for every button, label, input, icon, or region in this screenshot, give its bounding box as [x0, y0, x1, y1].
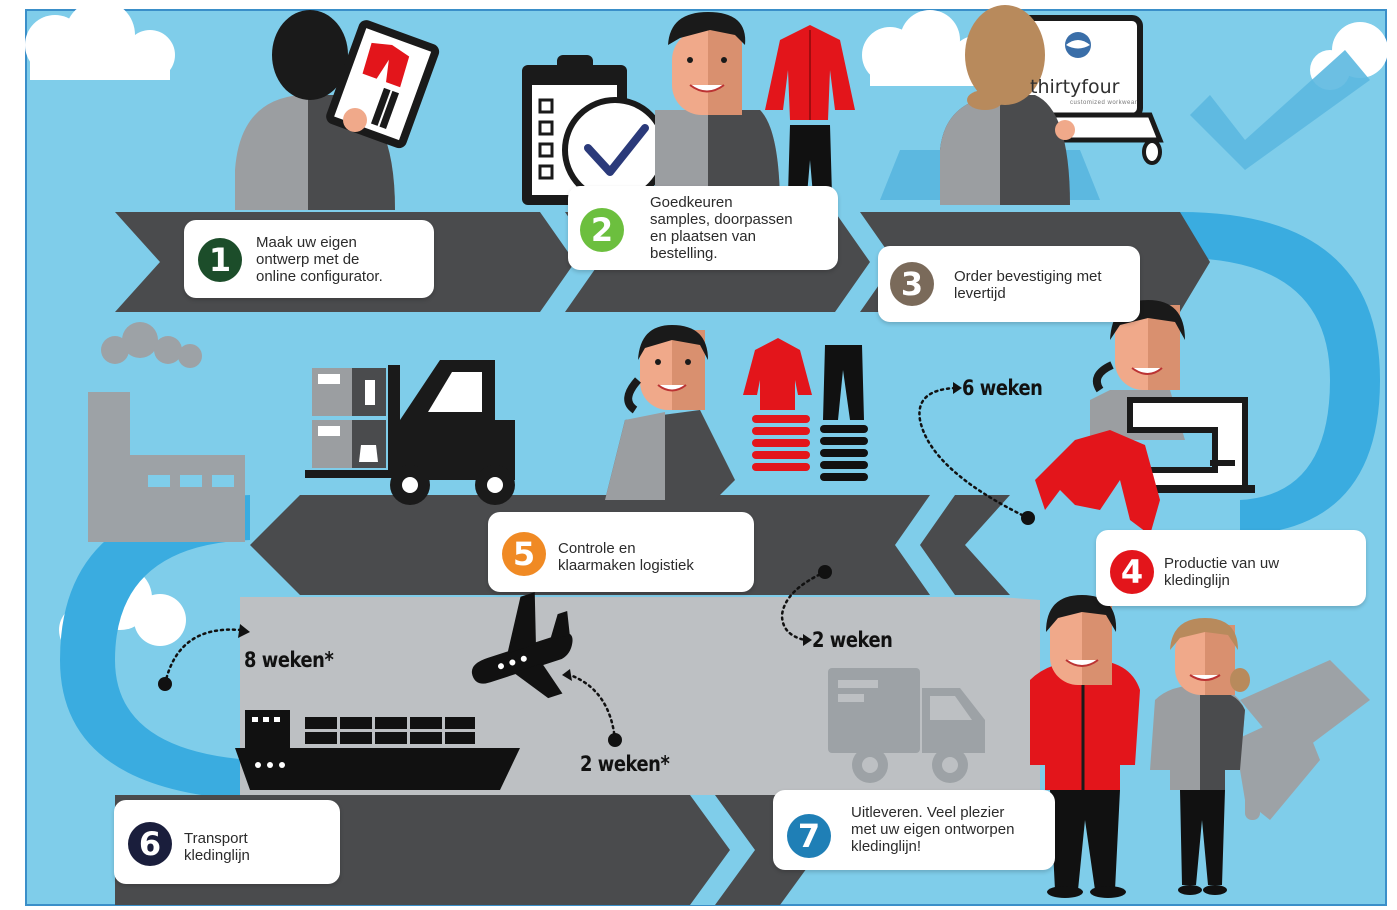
person-icon	[1150, 618, 1250, 895]
step-text-7: Uitleveren. Veel plezier met uw eigen on…	[851, 804, 1015, 855]
duration-air: 2 weken*	[580, 752, 670, 776]
step-text-2: Goedkeuren samples, doorpassen en plaats…	[650, 194, 793, 262]
step-card-1: 1 Maak uw eigen ontwerp met de online co…	[184, 220, 434, 298]
duration-sea: 8 weken*	[244, 648, 334, 672]
brand-tagline: customized workwear	[1070, 100, 1138, 106]
cloud-icon	[25, 0, 175, 80]
step-text-3: Order bevestiging met levertijd	[954, 268, 1102, 302]
delivery-truck-icon	[828, 668, 985, 783]
factory-icon	[88, 322, 245, 542]
clothing-stack-icon	[743, 338, 868, 481]
step-badge-7: 7	[787, 814, 831, 858]
swoosh-left	[60, 495, 250, 800]
step-card-3: 3 Order bevestiging met levertijd	[878, 246, 1140, 322]
jacket-icon	[765, 25, 855, 120]
step-card-5: 5 Controle en klaarmaken logistiek	[488, 512, 754, 592]
step-text-5: Controle en klaarmaken logistiek	[558, 540, 694, 574]
handshake-icon	[1235, 660, 1370, 820]
checkmark-icon	[1190, 50, 1370, 170]
step-card-6: 6 Transport kledinglijn	[114, 800, 340, 884]
step-card-4: 4 Productie van uw kledinglijn	[1096, 530, 1366, 606]
step-badge-1: 1	[198, 238, 242, 282]
step-text-1: Maak uw eigen ontwerp met de online conf…	[256, 234, 383, 285]
forklift-icon	[305, 360, 515, 505]
person-at-laptop-icon	[880, 5, 1164, 205]
brand-logo-text: thirtyfour	[1030, 76, 1120, 98]
airplane-icon	[471, 592, 573, 699]
step-text-4: Productie van uw kledinglijn	[1164, 555, 1280, 589]
cargo-ship-icon	[235, 710, 520, 790]
step-badge-3: 3	[890, 262, 934, 306]
step-badge-6: 6	[128, 822, 172, 866]
jacket-icon	[1035, 430, 1160, 535]
step-badge-5: 5	[502, 532, 546, 576]
step-badge-2: 2	[580, 208, 624, 252]
step-badge-4: 4	[1110, 550, 1154, 594]
swoosh-right	[1180, 212, 1380, 535]
person-icon	[655, 12, 780, 210]
step-card-7: 7 Uitleveren. Veel plezier met uw eigen …	[773, 790, 1055, 870]
checklist-icon	[522, 55, 668, 205]
jacket-icon	[743, 338, 812, 410]
step-card-2: 2 Goedkeuren samples, doorpassen en plaa…	[568, 186, 838, 270]
trousers-icon	[823, 345, 864, 420]
checkmark-icon	[584, 124, 649, 176]
step-text-6: Transport kledinglijn	[184, 830, 250, 864]
duration-production: 6 weken	[962, 376, 1043, 400]
person-with-tablet-icon	[235, 10, 440, 210]
person-icon	[1030, 595, 1140, 898]
person-icon	[605, 325, 735, 500]
duration-delivery: 2 weken	[812, 628, 893, 652]
